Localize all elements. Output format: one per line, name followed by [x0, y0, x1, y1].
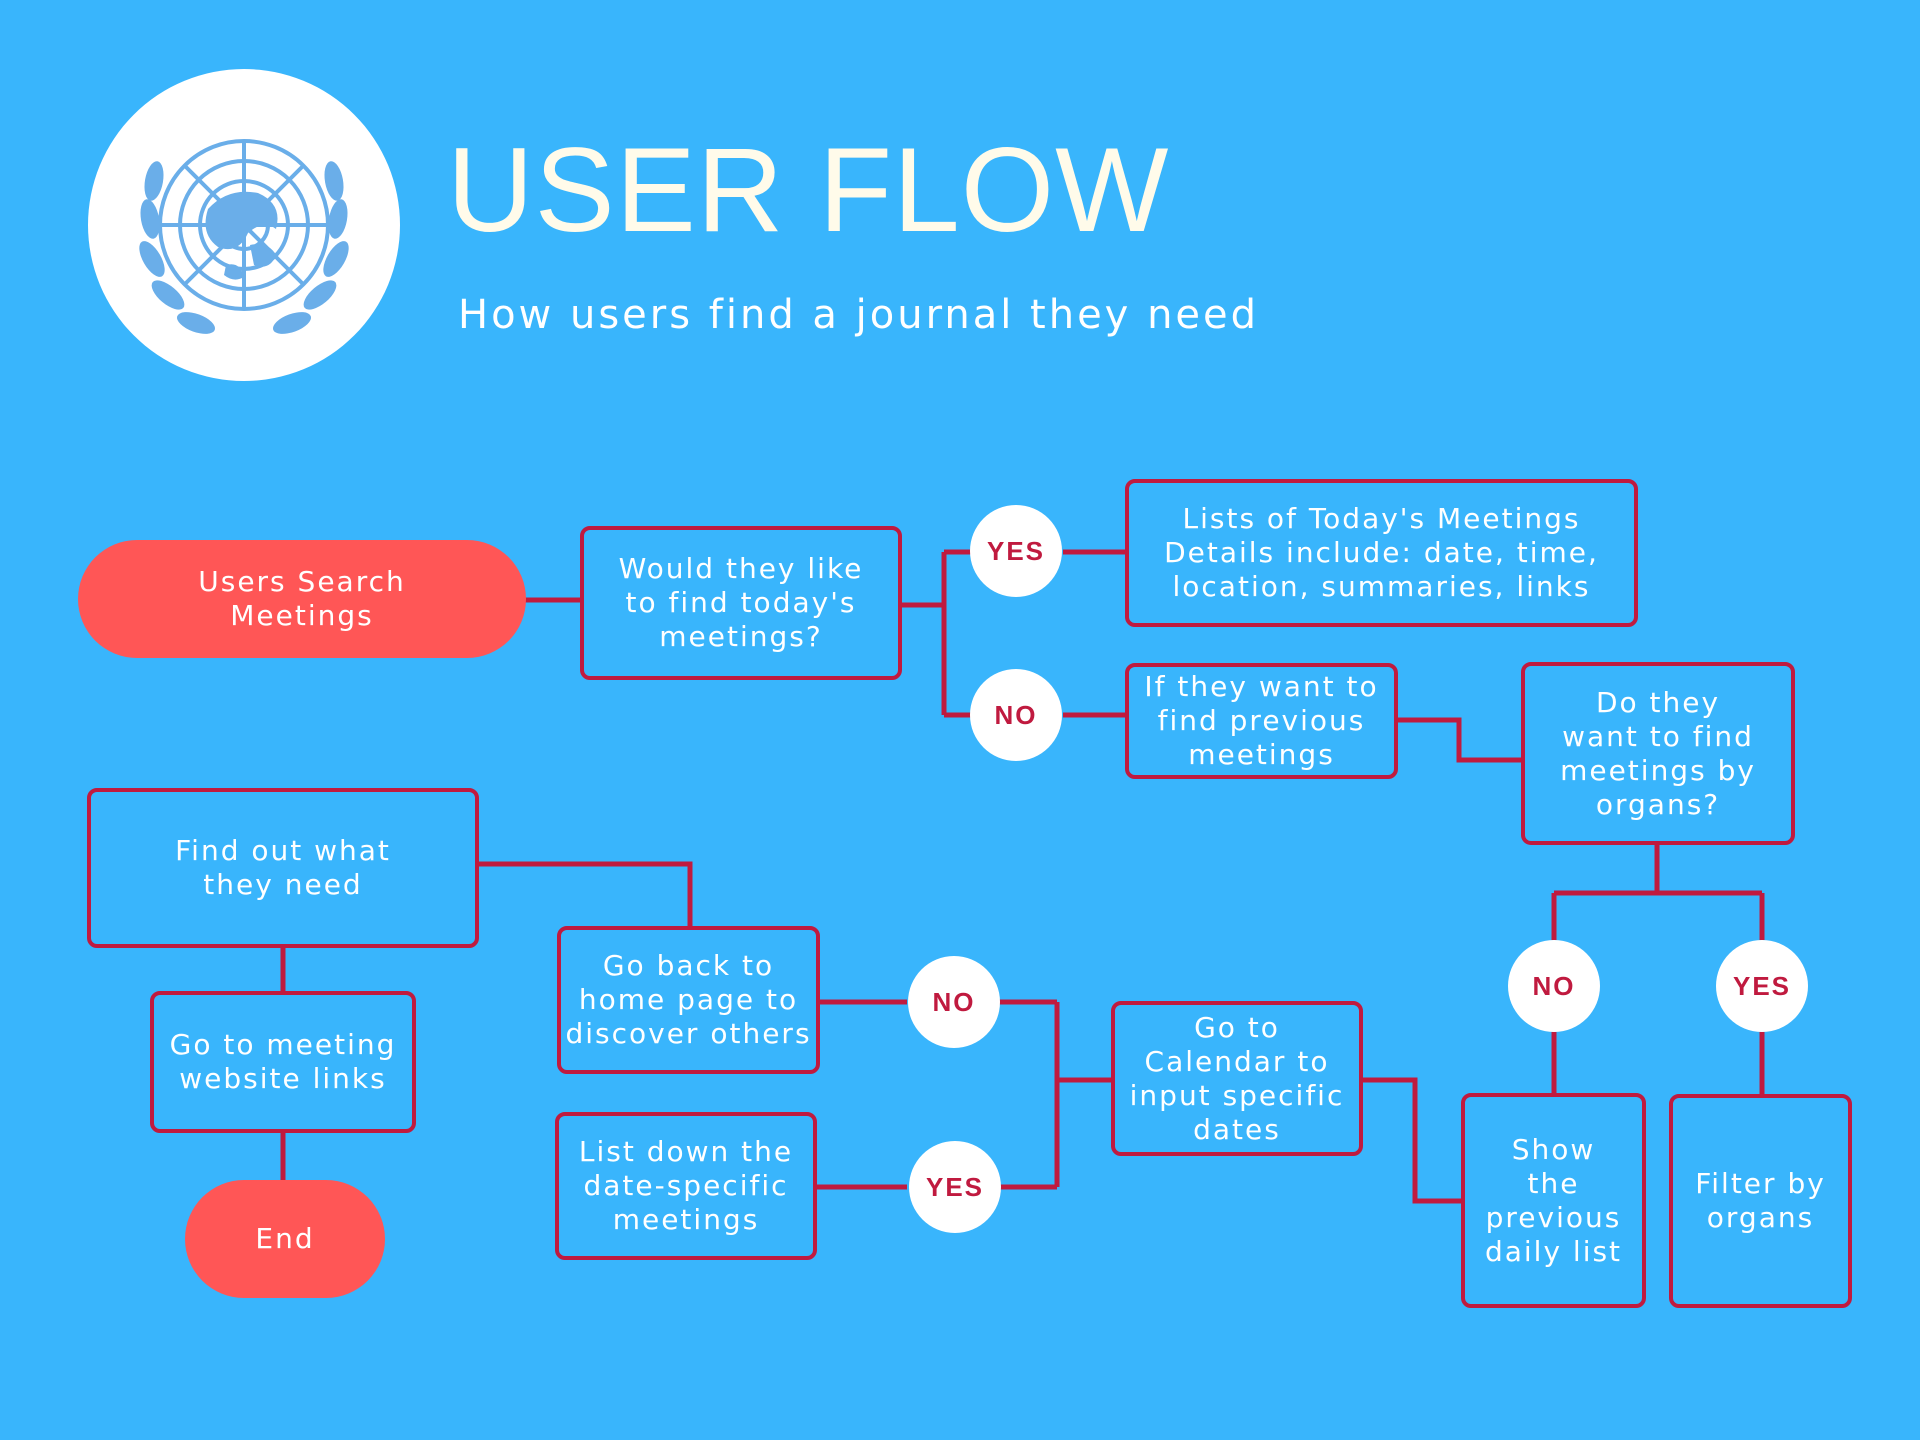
filter-by-organs-node: Filter by organs	[1669, 1094, 1852, 1308]
todays-meetings-list-node: Lists of Today's Meetings Details includ…	[1125, 479, 1638, 627]
end-node-label: End	[255, 1222, 315, 1255]
find-out-node: Find out what they need	[87, 788, 479, 948]
connector-show-calendar	[1361, 1077, 1463, 1204]
filter-by-organs-label: Filter by organs	[1695, 1167, 1826, 1234]
todays-meetings-list-label: Lists of Today's Meetings Details includ…	[1164, 502, 1599, 603]
connector-calendar-branch	[999, 999, 1113, 1190]
badge-calendar-no: NO	[908, 956, 1000, 1048]
connector-badges-left	[815, 999, 907, 1190]
start-node-label: Users Search Meetings	[198, 565, 406, 632]
badge-organs-yes: YES	[1716, 940, 1808, 1032]
calendar-label: Go to Calendar to input specific dates	[1129, 1010, 1345, 1146]
list-date-meetings-node: List down the date-specific meetings	[555, 1112, 817, 1260]
connector-organs-results	[1551, 1032, 1765, 1096]
un-logo	[88, 69, 400, 381]
page-subtitle: How users find a journal they need	[458, 292, 1260, 338]
question-todays-meetings: Would they like to find today's meetings…	[580, 526, 902, 680]
un-emblem-icon	[139, 139, 349, 334]
show-previous-list-label: Show the previous daily list	[1484, 1132, 1623, 1268]
go-back-home-label: Go back to home page to discover others	[565, 949, 812, 1050]
end-node: End	[185, 1180, 385, 1298]
previous-meetings-label: If they want to find previous meetings	[1144, 670, 1379, 771]
page-title: USER FLOW	[447, 123, 1170, 257]
connector-goback-findout	[477, 861, 693, 926]
list-date-meetings-label: List down the date-specific meetings	[578, 1135, 794, 1236]
question-organs: Do they want to find meetings by organs?	[1521, 662, 1795, 845]
start-node: Users Search Meetings	[78, 540, 526, 658]
show-previous-list-node: Show the previous daily list	[1461, 1093, 1646, 1308]
question-organs-label: Do they want to find meetings by organs?	[1560, 685, 1756, 821]
calendar-node: Go to Calendar to input specific dates	[1111, 1001, 1363, 1156]
go-back-home-node: Go back to home page to discover others	[557, 926, 820, 1074]
meeting-links-label: Go to meeting website links	[169, 1028, 397, 1095]
meeting-links-node: Go to meeting website links	[150, 991, 416, 1133]
badge-today-no: NO	[970, 669, 1062, 761]
connector-question-branch	[900, 549, 973, 718]
connector-organs-branch	[1551, 845, 1765, 940]
find-out-label: Find out what they need	[175, 834, 391, 901]
badge-organs-no: NO	[1508, 940, 1600, 1032]
connector-previous-organs	[1396, 717, 1523, 763]
question-todays-meetings-label: Would they like to find today's meetings…	[618, 552, 864, 653]
previous-meetings-node: If they want to find previous meetings	[1125, 663, 1398, 779]
badge-today-yes: YES	[970, 505, 1062, 597]
badge-calendar-yes: YES	[909, 1141, 1001, 1233]
